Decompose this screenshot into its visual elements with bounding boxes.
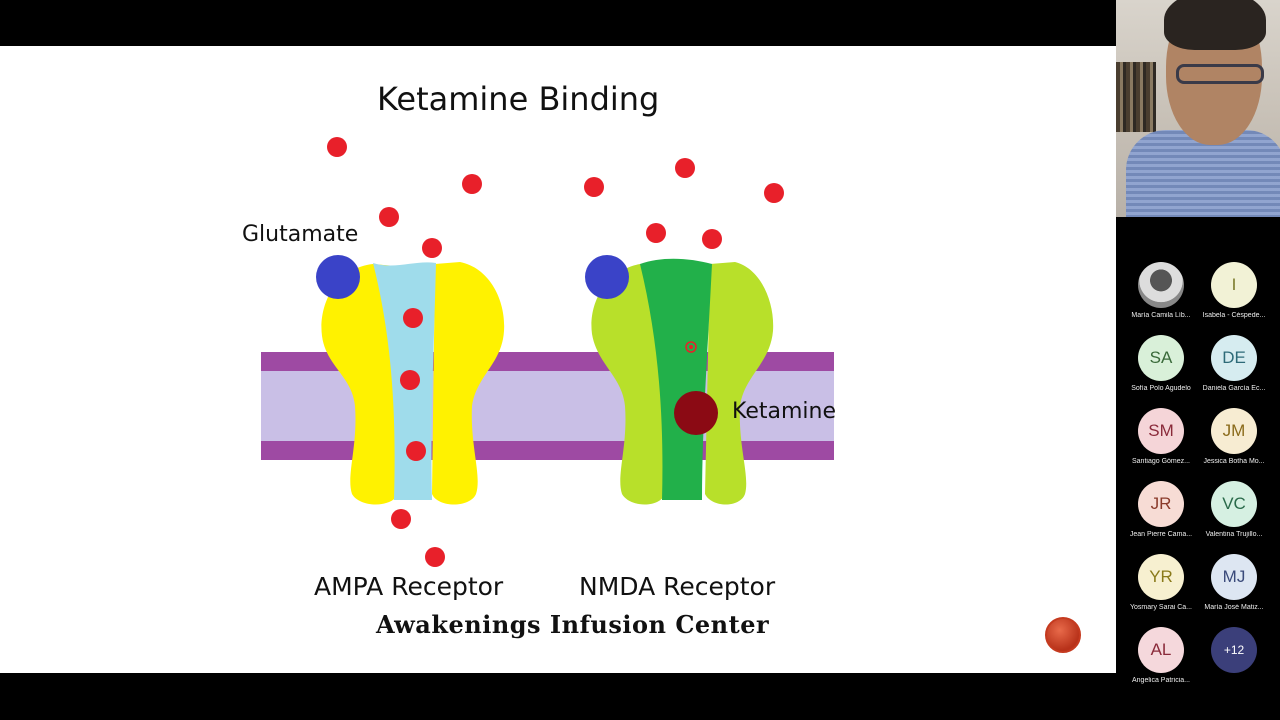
participant-avatar[interactable]: YR bbox=[1138, 554, 1184, 600]
participant-tile[interactable]: DE Daniela García Ec... bbox=[1197, 335, 1271, 392]
participant-tile[interactable]: VC Valentina Trujillo... bbox=[1197, 481, 1271, 538]
ampa-glutamate-site bbox=[316, 255, 360, 299]
participant-name: Sofía Polo Agudelo bbox=[1131, 385, 1191, 392]
ampa-right-subunit bbox=[432, 262, 505, 505]
active-speaker-video[interactable] bbox=[1116, 0, 1280, 217]
ketamine-molecule bbox=[674, 391, 718, 435]
laser-pointer-marker bbox=[685, 341, 697, 353]
ketamine-binding-diagram bbox=[261, 137, 834, 567]
participant-tile[interactable]: I Isabela - Céspede... bbox=[1197, 262, 1271, 319]
speaker-hair bbox=[1164, 0, 1266, 50]
slide-navigation-button[interactable] bbox=[1045, 617, 1081, 653]
glutamate-molecule bbox=[422, 238, 442, 258]
bookshelf-background bbox=[1116, 62, 1156, 132]
participant-avatar[interactable]: I bbox=[1211, 262, 1257, 308]
participant-tile[interactable]: AL Angelica Patricia... bbox=[1124, 627, 1198, 684]
participant-avatar[interactable]: SA bbox=[1138, 335, 1184, 381]
glutamate-molecule bbox=[702, 229, 722, 249]
speaker-glasses bbox=[1176, 64, 1264, 84]
nmda-glutamate-site bbox=[585, 255, 629, 299]
participant-name: Jean Pierre Cama... bbox=[1129, 531, 1193, 538]
participant-name: Jessica Botha Mo... bbox=[1203, 458, 1265, 465]
participant-avatar[interactable]: SM bbox=[1138, 408, 1184, 454]
participant-name: Isabela - Céspede... bbox=[1202, 312, 1266, 319]
participant-name: Daniela García Ec... bbox=[1202, 385, 1266, 392]
participant-avatar[interactable]: DE bbox=[1211, 335, 1257, 381]
nmda-receptor-label: NMDA Receptor bbox=[579, 572, 776, 601]
participant-tile[interactable]: +12 bbox=[1197, 627, 1271, 673]
nmda-right-subunit bbox=[705, 262, 774, 505]
glutamate-molecule bbox=[584, 177, 604, 197]
ketamine-label: Ketamine bbox=[732, 399, 836, 424]
glutamate-molecules bbox=[327, 137, 784, 567]
participant-tile[interactable]: MJ María José Matiz... bbox=[1197, 554, 1271, 611]
glutamate-molecule bbox=[425, 547, 445, 567]
participant-tile[interactable]: YR Yosmary Sarai Ca... bbox=[1124, 554, 1198, 611]
participant-tile[interactable]: JM Jessica Botha Mo... bbox=[1197, 408, 1271, 465]
ampa-receptor-label: AMPA Receptor bbox=[314, 572, 504, 601]
participant-tile[interactable]: SM Santiago Gómez... bbox=[1124, 408, 1198, 465]
participant-avatar[interactable]: JR bbox=[1138, 481, 1184, 527]
ampa-left-subunit bbox=[321, 264, 398, 505]
nmda-left-subunit bbox=[591, 264, 665, 505]
participant-name: María José Matiz... bbox=[1204, 604, 1264, 611]
ampa-receptor-graphic bbox=[321, 262, 505, 505]
glutamate-molecule bbox=[327, 137, 347, 157]
more-participants-button[interactable]: +12 bbox=[1211, 627, 1257, 673]
glutamate-molecule bbox=[646, 223, 666, 243]
glutamate-molecule bbox=[403, 308, 423, 328]
participant-avatar[interactable]: AL bbox=[1138, 627, 1184, 673]
participant-avatar[interactable]: VC bbox=[1211, 481, 1257, 527]
laser-pointer-center bbox=[689, 345, 693, 349]
glutamate-molecule bbox=[462, 174, 482, 194]
membrane-bottom-band bbox=[261, 441, 834, 460]
participant-name: Angelica Patricia... bbox=[1132, 677, 1190, 684]
slide-footer: Awakenings Infusion Center bbox=[376, 610, 770, 639]
participant-tile[interactable]: María Camila Líb... bbox=[1124, 262, 1198, 319]
participant-name: María Camila Líb... bbox=[1131, 312, 1191, 319]
participant-avatar[interactable]: MJ bbox=[1211, 554, 1257, 600]
nmda-channel bbox=[640, 258, 712, 500]
participant-name: Yosmary Sarai Ca... bbox=[1130, 604, 1192, 611]
glutamate-label: Glutamate bbox=[242, 222, 359, 247]
participant-avatar[interactable]: JM bbox=[1211, 408, 1257, 454]
participant-tile[interactable]: JR Jean Pierre Cama... bbox=[1124, 481, 1198, 538]
presentation-slide: Ketamine Binding Glutamate Ketamine AMPA… bbox=[0, 46, 1116, 673]
glutamate-molecule bbox=[391, 509, 411, 529]
nmda-receptor-graphic bbox=[591, 258, 774, 505]
slide-title: Ketamine Binding bbox=[377, 80, 660, 118]
glutamate-molecule bbox=[764, 183, 784, 203]
participant-name: Valentina Trujillo... bbox=[1205, 531, 1263, 538]
glutamate-molecule bbox=[379, 207, 399, 227]
participant-name: Santiago Gómez... bbox=[1132, 458, 1190, 465]
speaker-shirt bbox=[1126, 130, 1280, 217]
glutamate-molecule bbox=[406, 441, 426, 461]
glutamate-molecule bbox=[400, 370, 420, 390]
participant-tile[interactable]: SA Sofía Polo Agudelo bbox=[1124, 335, 1198, 392]
participant-avatar[interactable] bbox=[1138, 262, 1184, 308]
glutamate-molecule bbox=[675, 158, 695, 178]
